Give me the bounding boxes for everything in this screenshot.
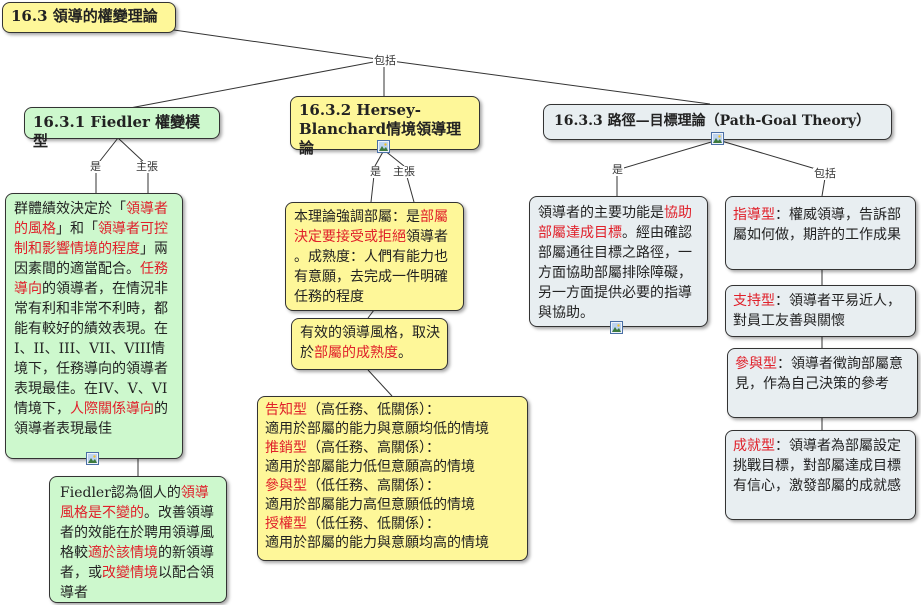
link-label-advocates: 主張 xyxy=(135,160,159,173)
hersey-title: 16.3.2 Hersey-Blanchard情境領導理論 xyxy=(299,101,462,157)
list-item: 參與型（低任務、高關係）： xyxy=(265,478,440,494)
link-label-includes: 包括 xyxy=(813,167,837,180)
link-label-includes: 包括 xyxy=(373,54,397,67)
list-item: 適用於部屬的能力與意願均高的情境 xyxy=(265,535,489,551)
image-attachment-icon[interactable] xyxy=(711,132,724,145)
pathgoal-type-directive[interactable]: 指導型：權威領導，告訴部屬如何做，期許的工作成果 xyxy=(725,196,916,270)
list-item: 適用於部屬能力低但意願高的情境 xyxy=(265,459,475,475)
list-item: 授權型（低任務、低關係）： xyxy=(265,516,440,532)
hersey-styles-list[interactable]: 告知型（高任務、低關係）： 適用於部屬的能力與意願均低的情境 推銷型（高任務、高… xyxy=(257,396,528,561)
link-label-is: 是 xyxy=(89,160,102,173)
list-item: 適用於部屬能力高但意願低的情境 xyxy=(265,497,475,513)
list-item: 告知型（高任務、低關係）： xyxy=(265,402,440,418)
root-topic[interactable]: 16.3 領導的權變理論 xyxy=(2,2,176,33)
fiedler-description[interactable]: 群體績效決定於「領導者的風格」和「領導者可控制和影響情境的程度」兩因素間的適當配… xyxy=(5,193,183,459)
hersey-topic[interactable]: 16.3.2 Hersey-Blanchard情境領導理論 xyxy=(290,96,480,157)
root-title: 16.3 領導的權變理論 xyxy=(11,7,158,25)
link-label-is: 是 xyxy=(611,163,624,176)
image-attachment-icon[interactable] xyxy=(86,452,99,465)
pathgoal-topic[interactable]: 16.3.3 路徑—目標理論（Path-Goal Theory） xyxy=(543,104,892,140)
fiedler-title: 16.3.1 Fiedler 權變模型 xyxy=(33,113,201,150)
hersey-description[interactable]: 本理論強調部屬：是部屬決定要接受或拒絕領導者 。成熟度：人們有能力也有意願，去完… xyxy=(285,202,464,311)
hersey-effective-style[interactable]: 有效的領導風格，取決於部屬的成熟度。 xyxy=(291,318,448,370)
fiedler-topic[interactable]: 16.3.1 Fiedler 權變模型 xyxy=(24,107,220,150)
pathgoal-type-participative[interactable]: 參與型：領導者徵詢部屬意見，作為自己決策的參考 xyxy=(727,348,918,418)
pathgoal-type-achievement[interactable]: 成就型：領導者為部屬設定挑戰目標，對部屬達成目標有信心，激發部屬的成就感 xyxy=(725,430,916,520)
pathgoal-description[interactable]: 領導者的主要功能是協助部屬達成目標。經由確認部屬通往目標之路徑，一方面協助部屬排… xyxy=(529,196,708,327)
list-item: 推銷型（高任務、高關係）： xyxy=(265,440,440,456)
image-attachment-icon[interactable] xyxy=(610,321,623,334)
pathgoal-type-supportive[interactable]: 支持型：領導者平易近人，對員工友善與關懷 xyxy=(725,285,916,337)
link-label-is: 是 xyxy=(369,165,382,178)
link-label-advocates: 主張 xyxy=(392,165,416,178)
image-attachment-icon[interactable] xyxy=(377,140,390,153)
list-item: 適用於部屬的能力與意願均低的情境 xyxy=(265,421,489,437)
fiedler-claim[interactable]: Fiedler認為個人的領導風格是不變的。改善領導者的效能在於聘用領導風格較適於… xyxy=(49,476,227,603)
pathgoal-title: 16.3.3 路徑—目標理論（Path-Goal Theory） xyxy=(554,113,871,129)
